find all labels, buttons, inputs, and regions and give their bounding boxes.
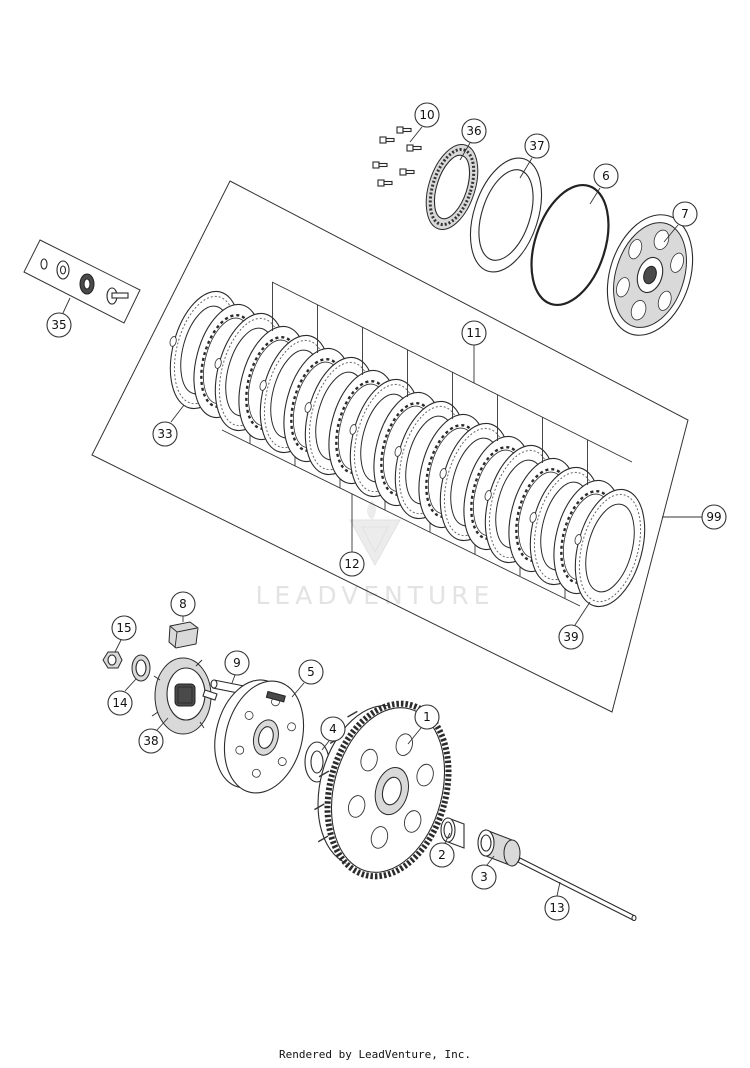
friction-plate-tab: [574, 534, 582, 545]
svg-text:14: 14: [112, 696, 127, 710]
friction-plate-tab: [394, 446, 402, 457]
svg-text:33: 33: [157, 427, 172, 441]
callout-37[interactable]: 37: [524, 133, 550, 159]
part-10-bolts[interactable]: [372, 126, 422, 187]
svg-text:3: 3: [480, 870, 488, 884]
callout-12[interactable]: 12: [339, 551, 365, 577]
svg-text:13: 13: [549, 901, 564, 915]
friction-plate-tab: [484, 490, 492, 501]
callout-6[interactable]: 6: [593, 163, 619, 189]
callout-15[interactable]: 15: [111, 615, 137, 641]
part-5-inner-hub[interactable]: [203, 670, 316, 802]
part-1-clutch-basket[interactable]: [298, 687, 467, 890]
part-8-damper[interactable]: [168, 621, 199, 649]
callout-11[interactable]: 11: [461, 320, 487, 346]
svg-text:12: 12: [344, 557, 359, 571]
callout-2[interactable]: 2: [429, 842, 455, 868]
part-13-push-rod[interactable]: [517, 857, 637, 922]
svg-text:37: 37: [529, 139, 544, 153]
part-38-hub[interactable]: [151, 657, 218, 735]
svg-text:9: 9: [233, 656, 241, 670]
callout-9[interactable]: 9: [224, 650, 250, 676]
part-14-washer[interactable]: [131, 654, 151, 682]
callout-10[interactable]: 10: [414, 102, 440, 128]
callout-35[interactable]: 35: [46, 312, 72, 338]
callout-4[interactable]: 4: [320, 716, 346, 742]
friction-plate-inner: [585, 503, 635, 593]
footer-credit: Rendered by LeadVenture, Inc.: [278, 1048, 472, 1061]
friction-plate-tab: [259, 380, 267, 391]
friction-plate-tab: [169, 336, 177, 347]
bracket-line-12: [221, 429, 581, 607]
svg-text:39: 39: [563, 630, 578, 644]
svg-text:4: 4: [329, 722, 337, 736]
svg-text:11: 11: [466, 326, 481, 340]
part-36-bearing[interactable]: [417, 138, 488, 236]
callout-13[interactable]: 13: [544, 895, 570, 921]
callout-33[interactable]: 33: [152, 421, 178, 447]
leadventure-logo: [349, 519, 401, 567]
friction-plate-tab: [439, 468, 447, 479]
callout-1[interactable]: 1: [414, 704, 440, 730]
part-15-nut[interactable]: [102, 651, 123, 669]
svg-text:7: 7: [681, 207, 689, 221]
watermark-text: LEADVENTURE: [256, 581, 495, 610]
callout-39[interactable]: 39: [558, 624, 584, 650]
callout-3[interactable]: 3: [471, 864, 497, 890]
callout-5[interactable]: 5: [298, 659, 324, 685]
clutch-plates: [169, 281, 646, 608]
callout-8[interactable]: 8: [170, 591, 196, 617]
callout-7[interactable]: 7: [672, 201, 698, 227]
svg-text:36: 36: [466, 124, 481, 138]
svg-text:10: 10: [419, 108, 434, 122]
callout-99[interactable]: 99: [701, 504, 727, 530]
leadventure-watermark: LEADVENTURE: [256, 500, 495, 610]
svg-text:1: 1: [423, 710, 431, 724]
callout-36[interactable]: 36: [461, 118, 487, 144]
leader-lines: [62, 126, 702, 897]
friction-plate-tab: [529, 512, 537, 523]
friction-plate-tab: [214, 358, 222, 369]
callout-14[interactable]: 14: [107, 690, 133, 716]
svg-text:2: 2: [438, 848, 446, 862]
svg-text:8: 8: [179, 597, 187, 611]
friction-plate-tab: [349, 424, 357, 435]
bracket-line-11: [271, 281, 633, 463]
part-7-pressure-plate[interactable]: [593, 204, 707, 347]
svg-text:35: 35: [51, 318, 66, 332]
part-2-bushing[interactable]: [440, 817, 465, 849]
callout-38[interactable]: 38: [138, 728, 164, 754]
clutch-pack-frame: [91, 180, 689, 713]
friction-plate-tab: [304, 402, 312, 413]
part-3-sleeve[interactable]: [477, 829, 521, 867]
svg-text:6: 6: [602, 169, 610, 183]
part-35-kit[interactable]: [23, 239, 141, 324]
part-6-wire-ring[interactable]: [518, 175, 623, 315]
svg-text:5: 5: [307, 665, 315, 679]
friction-plate-lining: [578, 493, 642, 603]
svg-text:99: 99: [706, 510, 721, 524]
svg-text:15: 15: [116, 621, 131, 635]
part-37-washer[interactable]: [457, 149, 554, 281]
friction-plate: [574, 488, 646, 608]
svg-text:38: 38: [143, 734, 158, 748]
